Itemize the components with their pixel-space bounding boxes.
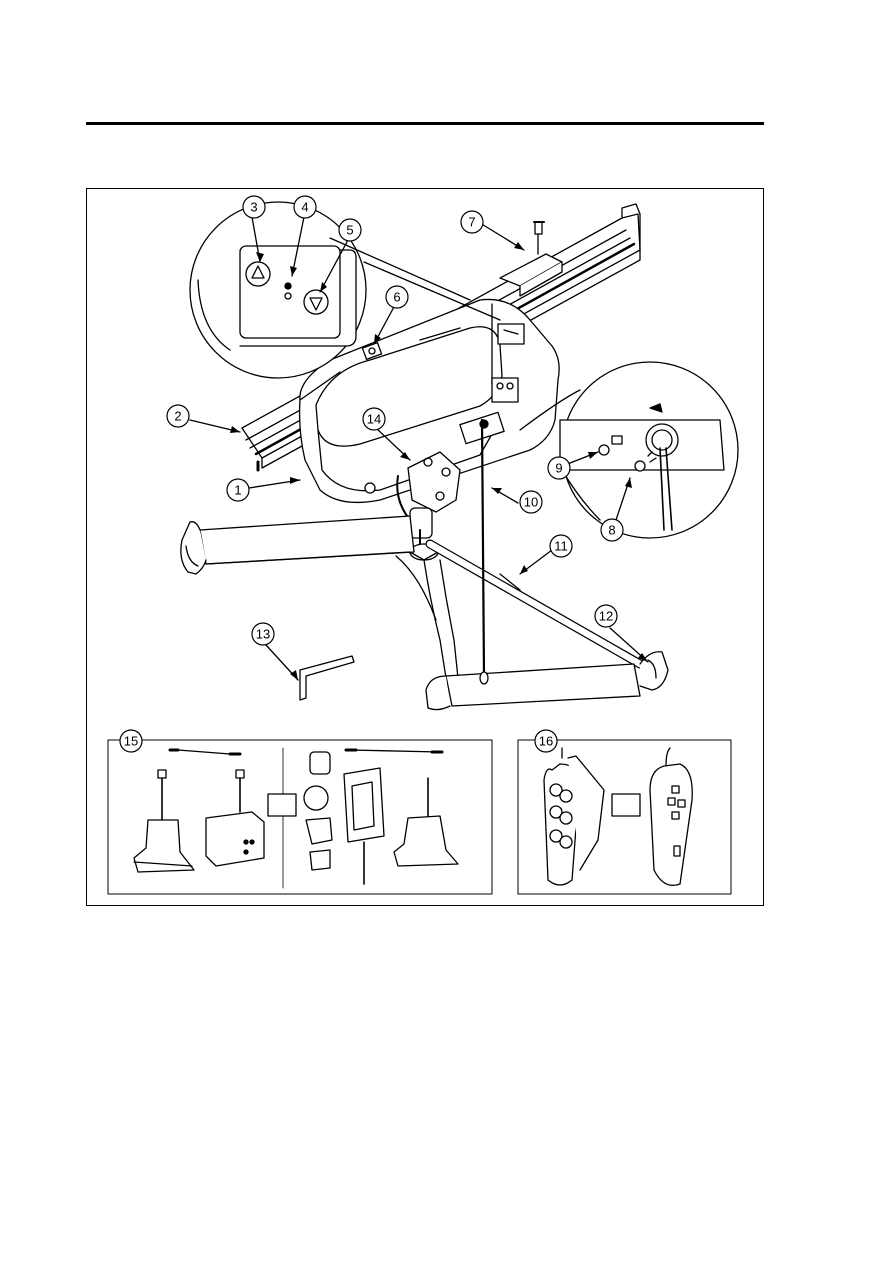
callout-12: 12 [599,609,613,624]
callout-9: 9 [555,461,562,476]
callout-15: 15 [124,734,138,749]
callout-11: 11 [554,539,568,554]
callout-4: 4 [301,200,308,215]
inset-charger-box [108,740,492,894]
callout-6: 6 [393,290,400,305]
hex-key [300,656,354,700]
callout-10: 10 [524,495,538,510]
inset-handset-box [518,740,731,894]
callout-5: 5 [346,223,353,238]
callout-2: 2 [174,409,181,424]
callout-7: 7 [468,215,475,230]
callout-14: 14 [367,412,381,427]
callout-3: 3 [250,200,257,215]
callout-1: 1 [234,483,241,498]
callout-13: 13 [256,627,270,642]
callout-8: 8 [608,523,615,538]
callout-16: 16 [539,734,553,749]
